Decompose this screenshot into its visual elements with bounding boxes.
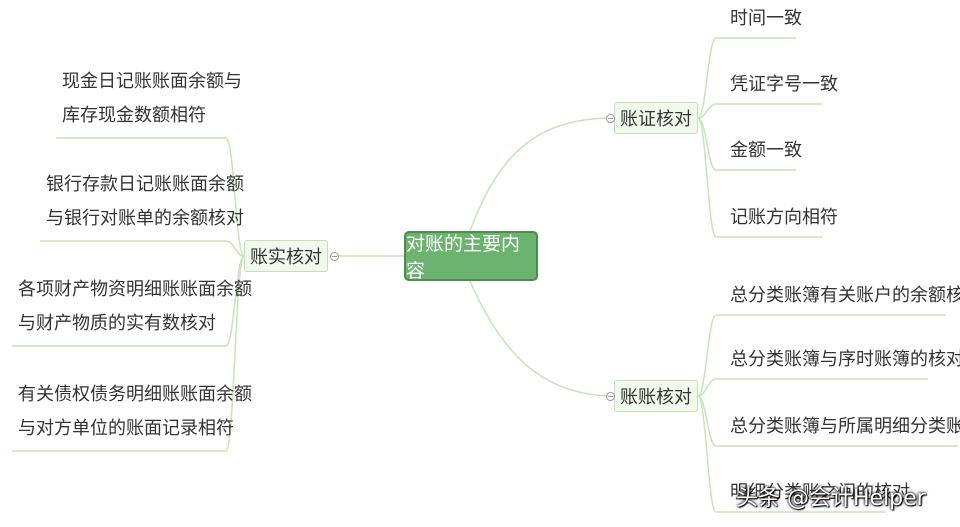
leaf-bank-journal[interactable]: 银行存款日记账账面余额 与银行对账单的余额核对 — [46, 174, 244, 229]
central-topic[interactable]: 对账的主要内容 — [404, 231, 538, 282]
branch-ledger-check[interactable]: 账账核对 — [614, 380, 698, 412]
collapse-icon[interactable] — [606, 114, 615, 123]
leaf-voucher-number-match[interactable]: 凭证字号一致 — [730, 74, 838, 95]
collapse-icon[interactable] — [606, 392, 615, 401]
leaf-general-vs-subsidiary[interactable]: 总分类账簿与所属明细分类账核对 — [730, 416, 960, 437]
leaf-amount-match[interactable]: 金额一致 — [730, 140, 802, 161]
leaf-debt-subsidiary[interactable]: 有关债权债务明细账账面余额 与对方单位的账面记录相符 — [18, 384, 252, 439]
leaf-cash-journal[interactable]: 现金日记账账面余额与 库存现金数额相符 — [62, 71, 242, 126]
watermark: 头条 @会计Helper — [736, 486, 926, 511]
leaf-between-subsidiaries[interactable]: 明细分类账之间的核对 — [730, 482, 910, 503]
leaf-property-subsidiary[interactable]: 各项财产物资明细账账面余额 与财产物质的实有数核对 — [18, 279, 252, 334]
leaf-time-match[interactable]: 时间一致 — [730, 8, 802, 29]
branch-physical-check[interactable]: 账实核对 — [244, 240, 328, 272]
leaf-general-ledger-balance[interactable]: 总分类账簿有关账户的余额核对 — [730, 285, 960, 306]
collapse-icon[interactable] — [330, 252, 339, 261]
branch-voucher-check[interactable]: 账证核对 — [614, 102, 698, 134]
leaf-direction-match[interactable]: 记账方向相符 — [730, 207, 838, 228]
leaf-general-vs-journal[interactable]: 总分类账簿与序时账簿的核对 — [730, 349, 960, 370]
